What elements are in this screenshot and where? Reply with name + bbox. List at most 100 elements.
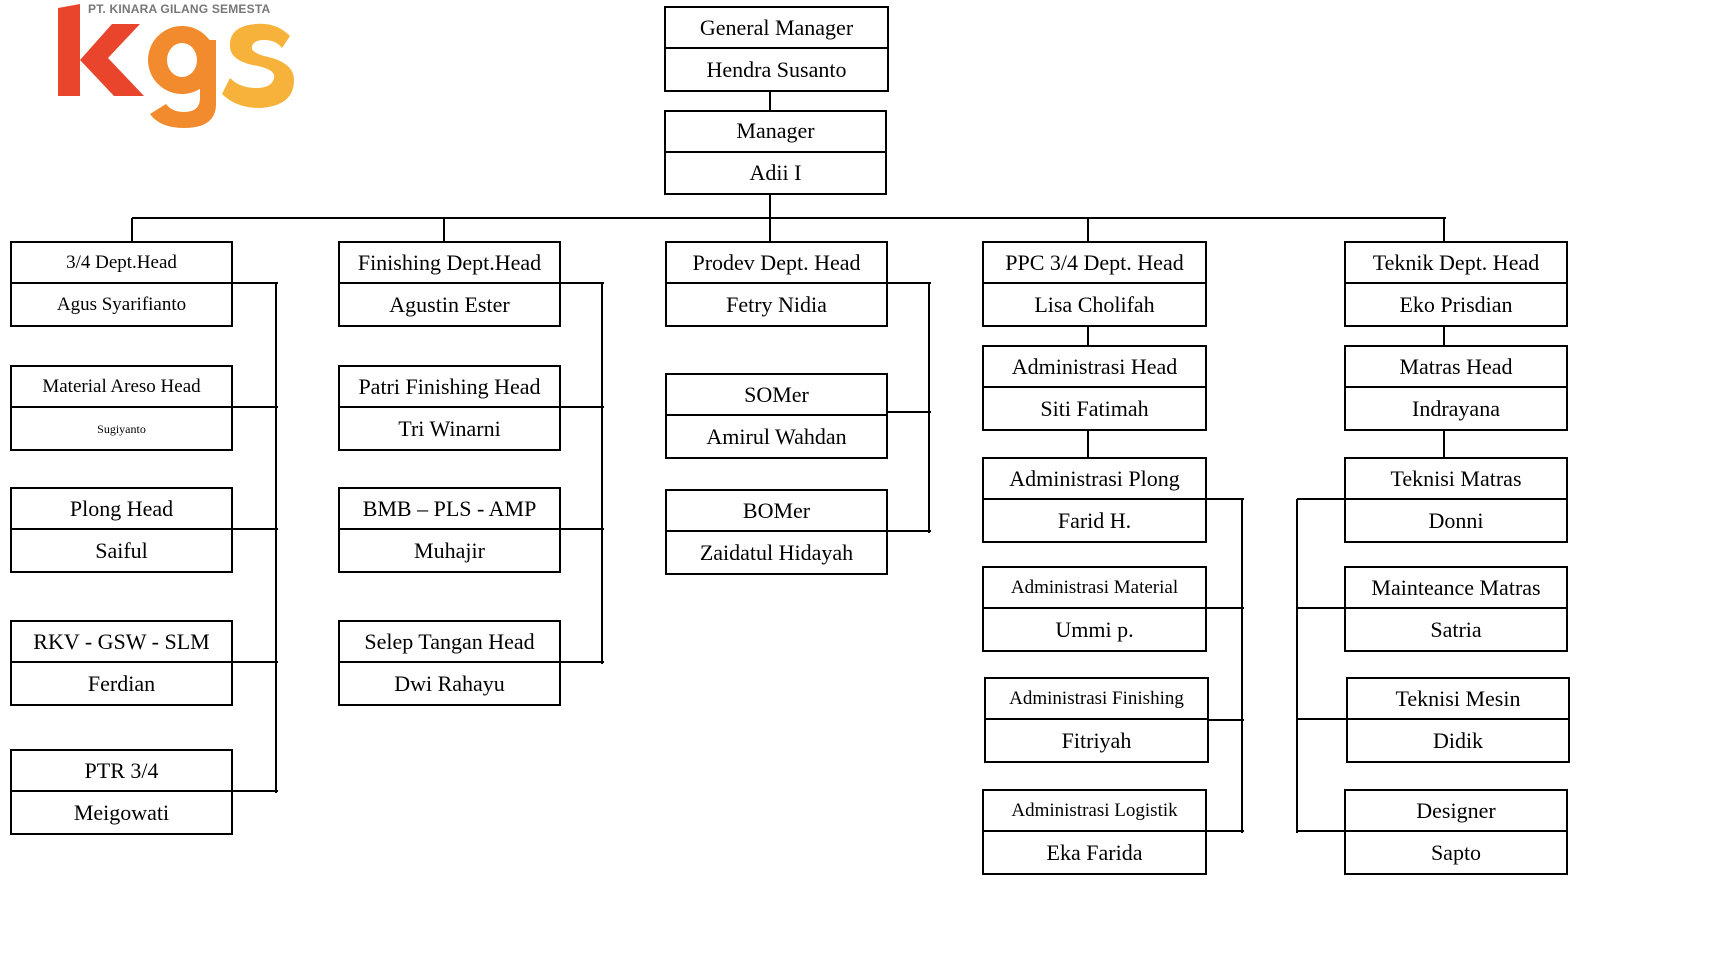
position-title: Administrasi Logistik bbox=[984, 791, 1205, 832]
connector-line bbox=[1205, 607, 1244, 609]
connector-line bbox=[443, 218, 445, 243]
connector-line bbox=[561, 661, 604, 663]
position-title: BMB – PLS - AMP bbox=[340, 489, 559, 530]
connector-line bbox=[1297, 718, 1348, 720]
org-box-rkv-gsw-slm: RKV - GSW - SLM Ferdian bbox=[10, 620, 233, 706]
person-name: Fetry Nidia bbox=[726, 291, 827, 317]
position-title: Administrasi Material bbox=[984, 568, 1205, 609]
position-title: Matras Head bbox=[1346, 347, 1566, 388]
connector-line bbox=[275, 283, 277, 793]
position-title: PTR 3/4 bbox=[12, 751, 231, 792]
person-name: Fitriyah bbox=[1061, 727, 1132, 753]
person-name: Eka Farida bbox=[1046, 839, 1143, 865]
person-name: Muhajir bbox=[414, 537, 485, 563]
person-name: Zaidatul Hidayah bbox=[699, 539, 854, 565]
position-title: Patri Finishing Head bbox=[340, 367, 559, 408]
connector-line bbox=[132, 217, 1446, 219]
position-title: Material Areso Head bbox=[12, 367, 231, 408]
connector-line bbox=[1297, 830, 1346, 832]
connector-line bbox=[561, 282, 604, 284]
person-name: Meigowati bbox=[73, 799, 170, 825]
connector-line bbox=[131, 218, 133, 243]
position-title: Designer bbox=[1346, 791, 1566, 832]
connector-line bbox=[233, 661, 278, 663]
connector-line bbox=[1087, 431, 1089, 459]
person-name: Sapto bbox=[1430, 839, 1482, 865]
person-name: Indrayana bbox=[1412, 395, 1500, 421]
position-title: RKV - GSW - SLM bbox=[12, 622, 231, 663]
person-name: Agus Syarifianto bbox=[56, 294, 187, 315]
position-title: Teknik Dept. Head bbox=[1346, 243, 1566, 284]
person-name: Hendra Susanto bbox=[706, 56, 847, 82]
person-name: Adii I bbox=[749, 159, 802, 185]
position-title: PPC 3/4 Dept. Head bbox=[984, 243, 1205, 284]
person-name: Amirul Wahdan bbox=[706, 423, 847, 449]
person-name: Ferdian bbox=[87, 670, 156, 696]
person-name: Ummi p. bbox=[1055, 616, 1134, 642]
connector-line bbox=[928, 283, 930, 533]
company-logo: PT. KINARA GILANG SEMESTA bbox=[50, 0, 310, 140]
position-title: Administrasi Plong bbox=[984, 459, 1205, 500]
connector-line bbox=[1297, 498, 1346, 500]
connector-line bbox=[233, 282, 278, 284]
position-title: Selep Tangan Head bbox=[340, 622, 559, 663]
connector-line bbox=[769, 195, 771, 220]
connector-line bbox=[561, 528, 604, 530]
connector-line bbox=[1207, 719, 1244, 721]
person-name: Siti Fatimah bbox=[1040, 395, 1149, 421]
position-title: 3/4 Dept.Head bbox=[12, 243, 231, 284]
position-title: Mainteance Matras bbox=[1346, 568, 1566, 609]
connector-line bbox=[1296, 499, 1298, 833]
person-name: Donni bbox=[1428, 507, 1484, 533]
connector-line bbox=[1443, 431, 1445, 459]
connector-line bbox=[1297, 607, 1346, 609]
connector-line bbox=[601, 283, 603, 664]
person-name: Sugiyanto bbox=[97, 421, 146, 436]
position-title: General Manager bbox=[666, 8, 887, 49]
connector-line bbox=[561, 406, 604, 408]
person-name: Farid H. bbox=[1057, 507, 1132, 533]
person-name: Agustin Ester bbox=[389, 291, 510, 317]
position-title: Teknisi Matras bbox=[1346, 459, 1566, 500]
position-title: Finishing Dept.Head bbox=[340, 243, 559, 284]
connector-line bbox=[888, 282, 931, 284]
connector-line bbox=[1443, 327, 1445, 347]
org-box-bmb-pls-amp: BMB – PLS - AMP Muhajir bbox=[338, 487, 561, 573]
connector-line bbox=[1087, 327, 1089, 347]
position-title: Plong Head bbox=[12, 489, 231, 530]
connector-line bbox=[233, 528, 278, 530]
position-title: Teknisi Mesin bbox=[1348, 679, 1568, 720]
position-title: Prodev Dept. Head bbox=[667, 243, 886, 284]
person-name: Lisa Cholifah bbox=[1034, 291, 1155, 317]
position-title: Administrasi Finishing bbox=[986, 679, 1207, 720]
connector-line bbox=[233, 790, 278, 792]
connector-line bbox=[888, 411, 931, 413]
connector-line bbox=[233, 406, 278, 408]
person-name: Saiful bbox=[95, 537, 148, 563]
person-name: Didik bbox=[1432, 727, 1484, 753]
connector-line bbox=[769, 218, 771, 243]
connector-line bbox=[1087, 218, 1089, 243]
